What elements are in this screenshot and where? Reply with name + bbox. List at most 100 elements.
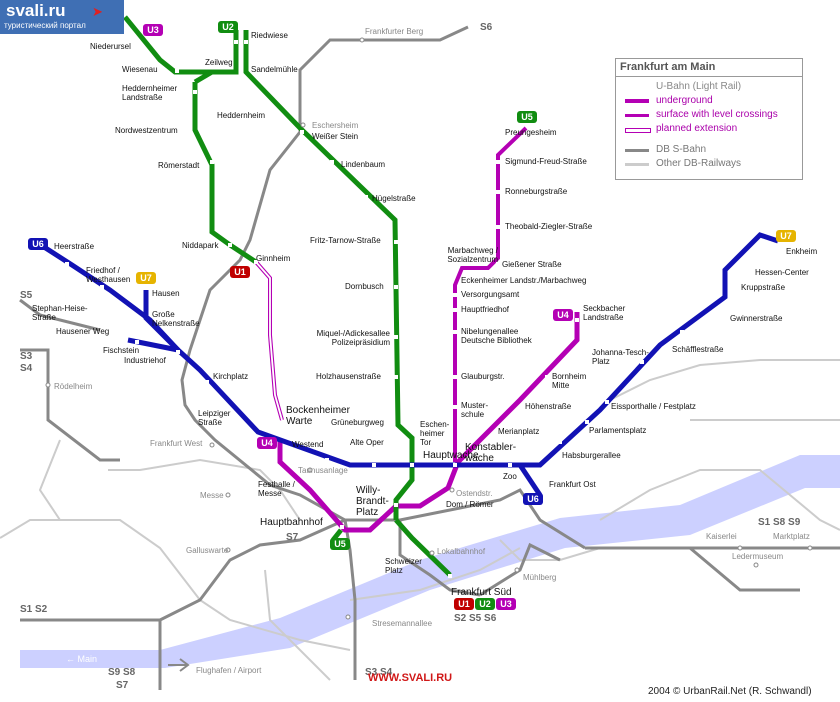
- station-eschenheimer-tor[interactable]: Eschen- heimer Tor: [420, 420, 450, 447]
- badge-u1-ginnheim[interactable]: U1: [230, 266, 250, 278]
- station-grosse-nelkenstrasse[interactable]: Große Nelkenstraße: [152, 310, 200, 328]
- station-hauptbahnhof[interactable]: Hauptbahnhof: [260, 517, 323, 528]
- station-hoehenstrasse[interactable]: Höhenstraße: [525, 402, 572, 411]
- badge-u6-west[interactable]: U6: [28, 238, 48, 250]
- station-bornheim-mitte[interactable]: Bornheim Mitte: [552, 372, 587, 390]
- station-marktplatz[interactable]: Marktplatz: [773, 532, 810, 541]
- station-zoo[interactable]: Zoo: [503, 472, 517, 481]
- station-ginnheim[interactable]: Ginnheim: [256, 254, 291, 263]
- station-seckbacher-landstrasse[interactable]: Seckbacher Landstraße: [583, 304, 626, 322]
- station-theobald-ziegler-strasse[interactable]: Theobald-Ziegler-Straße: [505, 222, 593, 231]
- svali-logo[interactable]: svali.ru ➤ туристический портал: [0, 0, 124, 34]
- station-alte-oper[interactable]: Alte Oper: [350, 438, 384, 447]
- station-grueneburgweg[interactable]: Grüneburgweg: [331, 418, 384, 427]
- badge-u4-east[interactable]: U4: [553, 309, 573, 321]
- station-heddernheimer-landstrasse[interactable]: Heddernheimer Landstraße: [122, 84, 178, 102]
- station-leipziger-strasse[interactable]: Leipziger Straße: [198, 409, 231, 427]
- station-konstablerwache[interactable]: Konstabler- wache: [465, 442, 517, 464]
- station-lokalbahnhof[interactable]: Lokalbahnhof: [437, 547, 486, 556]
- station-sandelmuehle[interactable]: Sandelmühle: [251, 65, 298, 74]
- station-heddernheim[interactable]: Heddernheim: [217, 111, 266, 120]
- station-westend[interactable]: Westend: [292, 440, 324, 449]
- station-roedelheim[interactable]: Rödelheim: [54, 382, 93, 391]
- station-fritz-tarnow-strasse[interactable]: Fritz-Tarnow-Straße: [310, 236, 381, 245]
- badge-u2-top[interactable]: U2: [218, 21, 238, 33]
- station-riedwiese[interactable]: Riedwiese: [251, 31, 288, 40]
- station-zeilweg[interactable]: Zeilweg: [205, 58, 233, 67]
- station-enkheim[interactable]: Enkheim: [786, 247, 818, 256]
- station-lindenbaum[interactable]: Lindenbaum: [341, 160, 386, 169]
- station-friedhof-westhausen[interactable]: Friedhof / Westhausen: [86, 266, 131, 284]
- badge-u3-sued[interactable]: U3: [496, 598, 516, 610]
- station-schaefflestrasse[interactable]: Schäfflestraße: [672, 345, 724, 354]
- station-dornbusch[interactable]: Dornbusch: [345, 282, 384, 291]
- station-gwinnerstrasse[interactable]: Gwinnerstraße: [730, 314, 783, 323]
- station-flughafen-airport[interactable]: Flughafen / Airport: [196, 666, 262, 675]
- station-versorgungsamt[interactable]: Versorgungsamt: [461, 290, 520, 299]
- station-stephan-heise-strasse[interactable]: Stephan-Heise- Straße: [32, 304, 88, 322]
- station-industriehof[interactable]: Industriehof: [124, 356, 166, 365]
- station-galluswarte[interactable]: Galluswarte: [186, 546, 229, 555]
- station-willy-brandt-platz[interactable]: Willy- Brandt- Platz: [356, 485, 389, 518]
- station-fischstein[interactable]: Fischstein: [103, 346, 140, 355]
- badge-u7-west[interactable]: U7: [136, 272, 156, 284]
- station-festhalle-messe[interactable]: Festhalle / Messe: [258, 480, 295, 498]
- station-johanna-tesch-platz[interactable]: Johanna-Tesch- Platz: [592, 348, 649, 366]
- badge-u5-hbf[interactable]: U5: [330, 538, 350, 550]
- station-weisser-stein[interactable]: Weißer Stein: [312, 132, 359, 141]
- station-schweizer-platz[interactable]: Schweizer Platz: [385, 557, 422, 575]
- station-frankfurt-sued[interactable]: Frankfurt Süd: [451, 587, 512, 598]
- station-niederursel[interactable]: Niederursel: [90, 42, 131, 51]
- station-wiesenau[interactable]: Wiesenau: [122, 65, 158, 74]
- station-ostendstrasse[interactable]: Ostendstr.: [456, 489, 493, 498]
- station-sigmund-freud-strasse[interactable]: Sigmund-Freud-Straße: [505, 157, 587, 166]
- station-glauburgstrasse[interactable]: Glauburgstr.: [461, 372, 505, 381]
- station-giessener-strasse[interactable]: Gießener Straße: [502, 260, 562, 269]
- station-ronneburgstrasse[interactable]: Ronneburgstraße: [505, 187, 568, 196]
- station-hauptfriedhof[interactable]: Hauptfriedhof: [461, 305, 510, 314]
- station-miquel-adickesallee[interactable]: Miquel-/Adickesallee Polizeipräsidium: [316, 329, 390, 347]
- station-frankfurt-ost[interactable]: Frankfurt Ost: [549, 480, 596, 489]
- badge-u7-east[interactable]: U7: [776, 230, 796, 242]
- station-niddapark[interactable]: Niddapark: [182, 241, 219, 250]
- station-preungesheim[interactable]: Preungesheim: [505, 128, 557, 137]
- station-musterschule[interactable]: Muster- schule: [461, 401, 489, 419]
- station-merianplatz[interactable]: Merianplatz: [498, 427, 540, 436]
- sbahn-label-s4: S4: [20, 363, 33, 374]
- station-taunusanlage[interactable]: Taunusanlage: [298, 466, 348, 475]
- station-heerstrasse[interactable]: Heerstraße: [54, 242, 95, 251]
- station-muehlberg[interactable]: Mühlberg: [523, 573, 557, 582]
- station-hausen[interactable]: Hausen: [152, 289, 180, 298]
- station-hausener-weg[interactable]: Hausener Weg: [56, 327, 110, 336]
- station-kirchplatz[interactable]: Kirchplatz: [213, 372, 249, 381]
- station-nibelungenallee[interactable]: Nibelungenallee Deutsche Bibliothek: [461, 327, 532, 345]
- station-kaiserlei[interactable]: Kaiserlei: [706, 532, 737, 541]
- station-hauptwache[interactable]: Hauptwache: [423, 450, 479, 461]
- badge-u1-sued[interactable]: U1: [454, 598, 474, 610]
- station-holzhausenstrasse[interactable]: Holzhausenstraße: [316, 372, 381, 381]
- badge-u5-top[interactable]: U5: [517, 111, 537, 123]
- badge-u6-east[interactable]: U6: [523, 493, 543, 505]
- station-habsburgerallee[interactable]: Habsburgerallee: [562, 451, 621, 460]
- station-eckenheimer-landstrasse[interactable]: Eckenheimer Landstr./Marbachweg: [461, 276, 587, 285]
- station-roemerstadt[interactable]: Römerstadt: [158, 161, 200, 170]
- badge-u4-west[interactable]: U4: [257, 437, 277, 449]
- station-stresemannallee[interactable]: Stresemannallee: [372, 619, 433, 628]
- station-hessen-center[interactable]: Hessen-Center: [755, 268, 809, 277]
- station-frankfurt-west[interactable]: Frankfurt West: [150, 439, 203, 448]
- station-marbachweg-sozialzentrum[interactable]: Marbachweg / Sozialzentrum: [447, 246, 498, 264]
- station-eissporthalle[interactable]: Eissporthalle / Festplatz: [611, 402, 696, 411]
- station-ledermuseum[interactable]: Ledermuseum: [732, 552, 784, 561]
- station-frankfurter-berg[interactable]: Frankfurter Berg: [365, 27, 424, 36]
- station-messe[interactable]: Messe: [200, 491, 224, 500]
- station-huegelstrasse[interactable]: Hügelstraße: [372, 194, 416, 203]
- badge-u2-sued[interactable]: U2: [475, 598, 495, 610]
- station-eschersheim[interactable]: Eschersheim: [312, 121, 359, 130]
- station-bockenheimer-warte[interactable]: Bockenheimer Warte: [286, 405, 350, 427]
- station-nordwestzentrum[interactable]: Nordwestzentrum: [115, 126, 178, 135]
- station-kruppstrasse[interactable]: Kruppstraße: [741, 283, 786, 292]
- badge-u3-top[interactable]: U3: [143, 24, 163, 36]
- station-parlamentsplatz[interactable]: Parlamentsplatz: [589, 426, 647, 435]
- station-dom-roemer[interactable]: Dom / Römer: [446, 500, 494, 509]
